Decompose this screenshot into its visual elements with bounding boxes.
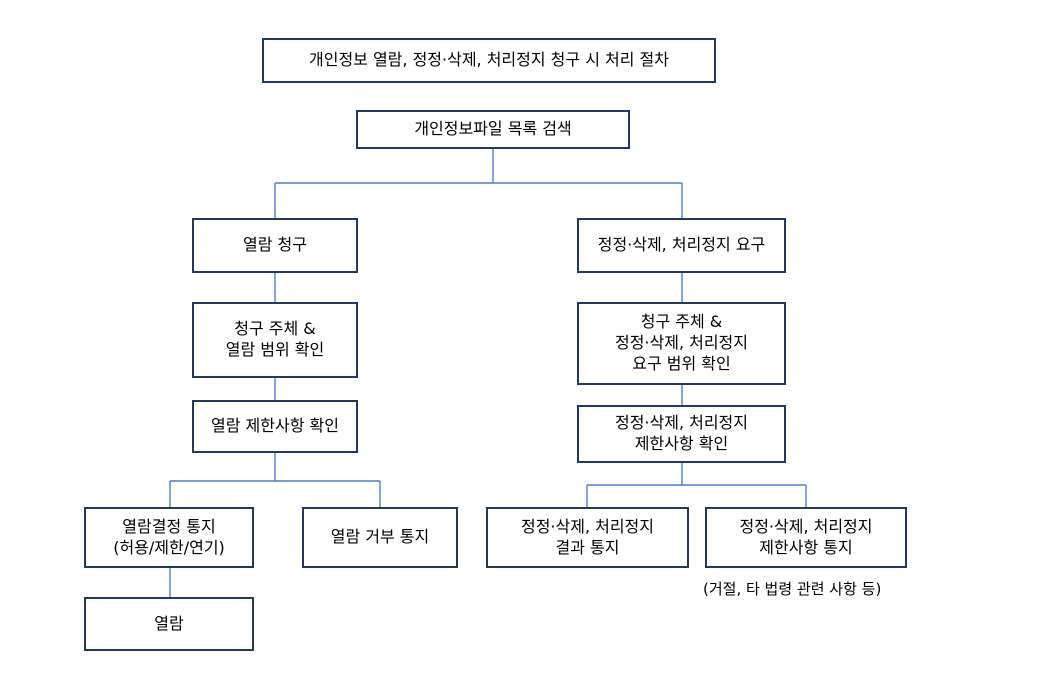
node-correction-limit-notice: 정정·삭제, 처리정지 제한사항 통지 [705, 507, 907, 568]
node-view-decision-notice: 열람결정 통지 (허용/제한/연기) [84, 507, 254, 568]
node-view-request: 열람 청구 [192, 218, 358, 273]
node-view-scope-check: 청구 주체 & 열람 범위 확인 [192, 302, 358, 378]
diagram-title: 개인정보 열람, 정정·삭제, 처리정지 청구 시 처리 절차 [262, 38, 716, 83]
node-view: 열람 [84, 597, 254, 651]
node-correction-restriction-check: 정정·삭제, 처리정지 제한사항 확인 [577, 405, 786, 463]
limit-notice-note: (거절, 타 법령 관련 사항 등) [703, 580, 882, 598]
node-correction-scope-check: 청구 주체 & 정정·삭제, 처리정지 요구 범위 확인 [577, 302, 786, 385]
node-correction-result-notice: 정정·삭제, 처리정지 결과 통지 [486, 507, 689, 568]
node-file-search: 개인정보파일 목록 검색 [356, 110, 630, 149]
node-view-refusal-notice: 열람 거부 통지 [302, 507, 458, 568]
node-correction-request: 정정·삭제, 처리정지 요구 [577, 218, 786, 273]
node-view-restriction-check: 열람 제한사항 확인 [192, 400, 358, 453]
